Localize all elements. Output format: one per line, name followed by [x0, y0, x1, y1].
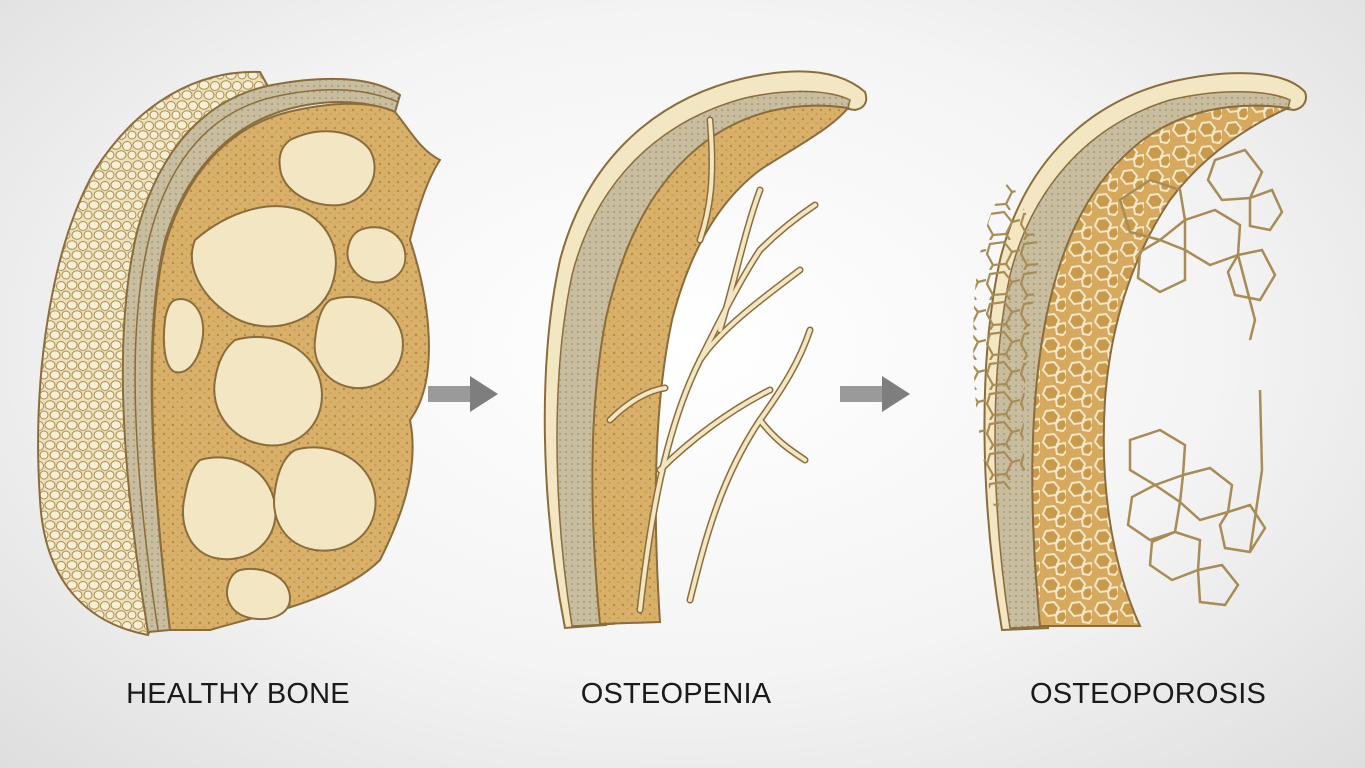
- osteoporosis-left-degraded-mesh: [973, 180, 1040, 510]
- osteoporosis-sparse-mesh: [1118, 148, 1284, 607]
- osteopenia-marrow-region: [591, 104, 850, 626]
- stage-label-osteopenia: OSTEOPENIA: [580, 678, 772, 710]
- progression-arrow-2: [840, 376, 910, 412]
- progression-arrow-1: [428, 376, 498, 412]
- osteoporosis-honeycomb-marrow: [1031, 104, 1292, 627]
- osteoporosis-bone-illustration: [973, 72, 1307, 632]
- osteopenia-bone-illustration: [543, 70, 868, 630]
- healthy-bone-illustration: [37, 70, 442, 637]
- healthy-trabecular-network: [162, 130, 407, 620]
- stage-label-healthy-bone: HEALTHY BONE: [126, 678, 350, 710]
- healthy-cortex-line: [134, 89, 399, 631]
- stage-label-osteoporosis: OSTEOPOROSIS: [1029, 678, 1267, 710]
